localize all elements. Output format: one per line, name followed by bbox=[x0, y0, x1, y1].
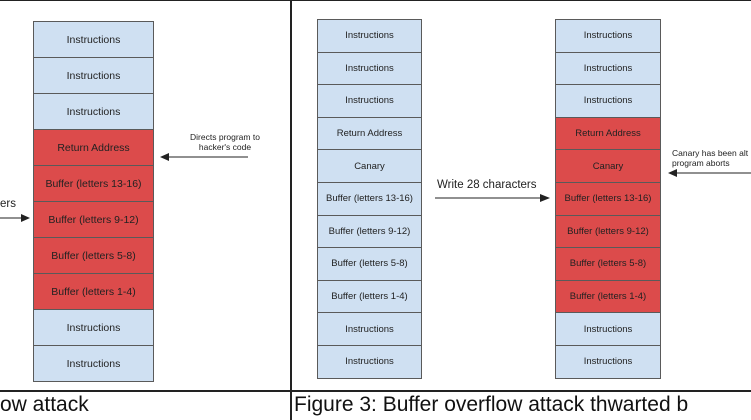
write-28-arrow bbox=[435, 194, 550, 202]
stack-cell: Instructions bbox=[555, 344, 661, 379]
directs-note: Directs program to hacker's code bbox=[190, 132, 260, 152]
stack-cell: Return Address bbox=[555, 116, 661, 151]
stack-cell: Buffer (letters 13-16) bbox=[33, 165, 154, 202]
stack-cell: Instructions bbox=[317, 19, 422, 53]
stack-cell: Instructions bbox=[317, 312, 422, 346]
stack-cell: Instructions bbox=[555, 19, 661, 53]
stack-cell: Instructions bbox=[33, 345, 154, 382]
stack-cell: Buffer (letters 5-8) bbox=[555, 247, 661, 281]
stack-cell: Buffer (letters 1-4) bbox=[555, 279, 661, 314]
panel-divider-vertical bbox=[290, 0, 292, 420]
stack-cell: Instructions bbox=[555, 312, 661, 346]
caption-divider bbox=[0, 390, 751, 392]
stack-cell: Instructions bbox=[317, 51, 422, 86]
figure-2-panel bbox=[0, 0, 290, 391]
stack-cell: Instructions bbox=[33, 93, 154, 130]
stack-cell: Return Address bbox=[33, 129, 154, 166]
stack-cell: Buffer (letters 1-4) bbox=[317, 279, 422, 314]
stack-cell: Buffer (letters 5-8) bbox=[33, 237, 154, 274]
stack-cell: Instructions bbox=[33, 21, 154, 58]
stack-cell: Buffer (letters 9-12) bbox=[33, 201, 154, 238]
stack-cell: Buffer (letters 9-12) bbox=[555, 214, 661, 249]
stack-cell: Instructions bbox=[317, 84, 422, 118]
stack-cell: Buffer (letters 13-16) bbox=[317, 181, 422, 216]
canary-note: Canary has been alt program aborts bbox=[672, 148, 749, 168]
stack-cell: Instructions bbox=[555, 51, 661, 86]
stack-cell: Canary bbox=[555, 149, 661, 183]
stack-cell: Buffer (letters 1-4) bbox=[33, 273, 154, 310]
figure-2-caption: ow attack bbox=[0, 393, 89, 416]
figure-3-caption: Figure 3: Buffer overflow attack thwarte… bbox=[294, 393, 689, 416]
write-28-label: Write 28 characters bbox=[437, 179, 537, 191]
canary-arrow bbox=[668, 169, 751, 177]
write-label-partial: ers bbox=[0, 198, 16, 210]
stack-cell: Instructions bbox=[317, 344, 422, 379]
stack-cell: Instructions bbox=[555, 84, 661, 118]
stack-cell: Buffer (letters 5-8) bbox=[317, 247, 422, 281]
write-arrow-left bbox=[0, 214, 30, 222]
stack-cell: Buffer (letters 9-12) bbox=[317, 214, 422, 249]
figure-3-panel bbox=[291, 0, 751, 391]
stack-cell: Instructions bbox=[33, 57, 154, 94]
stack-cell: Return Address bbox=[317, 116, 422, 151]
stack-cell: Canary bbox=[317, 149, 422, 183]
stack-cell: Buffer (letters 13-16) bbox=[555, 181, 661, 216]
directs-arrow bbox=[160, 153, 248, 161]
stack-cell: Instructions bbox=[33, 309, 154, 346]
